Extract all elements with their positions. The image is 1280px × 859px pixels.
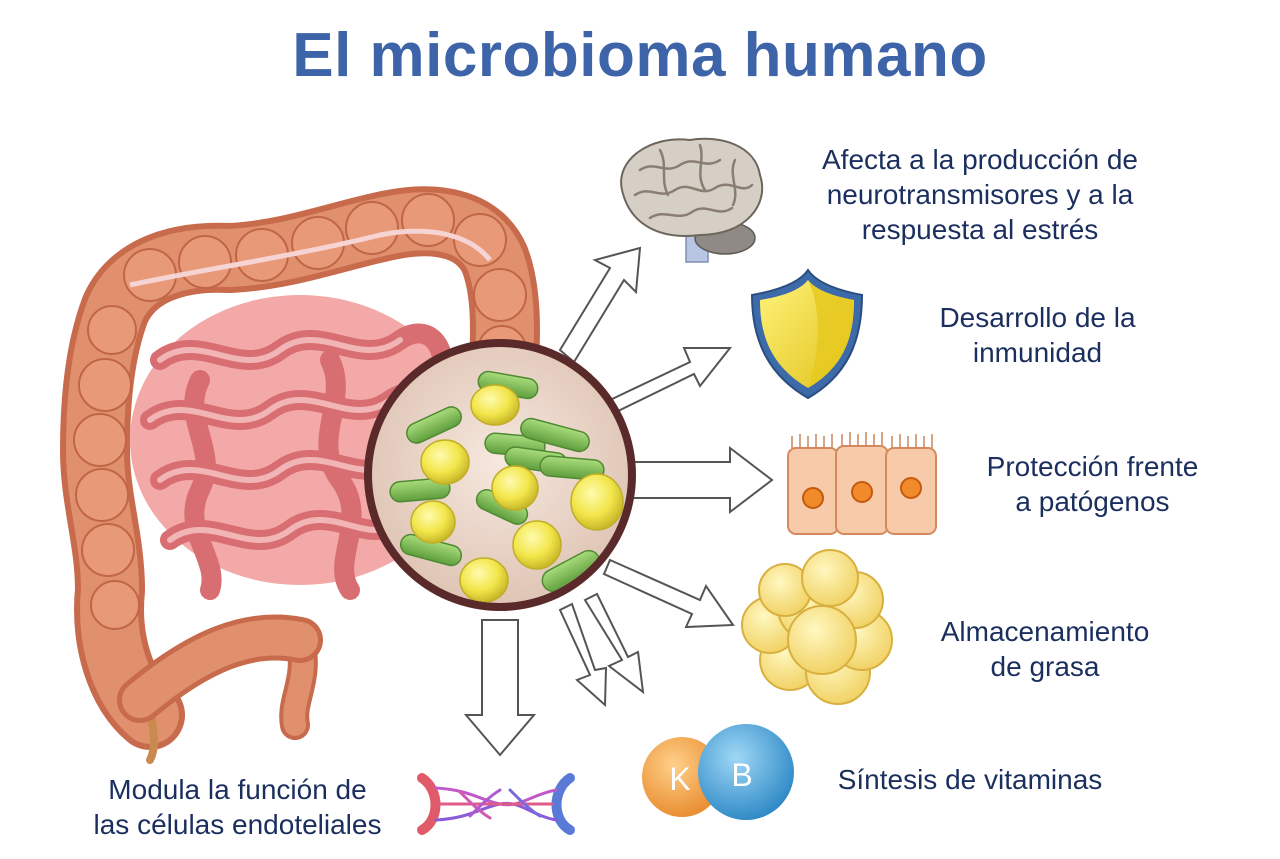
- shield-icon: [750, 268, 864, 400]
- effect-endothelial-label: Modula la función de las células endotel…: [93, 774, 382, 840]
- cocci-bacteria: [410, 384, 624, 603]
- effect-vitamin-synthesis-label: Síntesis de vitaminas: [837, 764, 1103, 795]
- page-title: El microbioma humano: [292, 21, 988, 90]
- arrow-to-shield: [608, 347, 733, 414]
- vitamin-k-letter: K: [669, 761, 690, 797]
- arrow-to-vitamins-1: [558, 602, 608, 708]
- vitamin-b-sphere: [698, 724, 794, 820]
- vitamin-b-letter: B: [731, 757, 752, 793]
- blood-vessel-icon: [417, 773, 575, 835]
- effect-fat-storage-label: Almacenamiento de grasa: [940, 616, 1150, 682]
- fat-cell-cluster-icon: [741, 549, 893, 705]
- arrows: [463, 246, 774, 757]
- epithelial-cells-icon: [787, 432, 937, 535]
- effect-neurotransmitters-label: Afecta a la producción de neurotransmiso…: [822, 144, 1138, 245]
- arrow-to-brain: [558, 246, 642, 364]
- arrow-to-epithelium: [624, 445, 774, 515]
- brain-icon: [620, 137, 764, 263]
- effect-immunity-label: Desarrollo de la inmunidad: [939, 302, 1136, 368]
- effect-pathogen-protection-label: Protección frente a patógenos: [986, 451, 1199, 517]
- arrow-to-vessels: [463, 619, 537, 757]
- arrow-to-fat: [602, 558, 735, 629]
- microbiome-magnifier: [364, 339, 636, 611]
- arrow-to-vitamins-2: [583, 592, 645, 695]
- vitamin-spheres-icon: K B: [642, 724, 794, 820]
